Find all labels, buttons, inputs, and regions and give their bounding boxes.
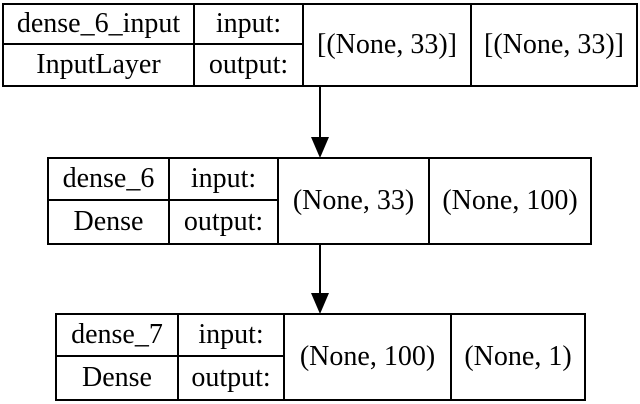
layer-node-dense_7: dense_7 Dense input: output: (None, 100)… bbox=[55, 313, 586, 401]
input-label: input: bbox=[177, 315, 283, 357]
arrowhead-down-icon bbox=[311, 137, 329, 158]
output-label: output: bbox=[177, 357, 283, 399]
output-shape: (None, 100) bbox=[428, 159, 590, 243]
layer-node-dense_6: dense_6 Dense input: output: (None, 33) … bbox=[47, 157, 592, 245]
layer-type: InputLayer bbox=[36, 49, 161, 80]
output-label: output: bbox=[168, 201, 277, 243]
layer-type: Dense bbox=[73, 206, 144, 237]
layer-name: dense_7 bbox=[57, 315, 177, 357]
layer-type: Dense bbox=[82, 362, 152, 393]
input-label: input: bbox=[193, 5, 302, 45]
layer-node-dense_6_input: dense_6_input InputLayer input: output: … bbox=[2, 3, 638, 87]
layer-name: dense_6 bbox=[49, 159, 168, 201]
edge-line bbox=[319, 245, 321, 294]
arrowhead-down-icon bbox=[311, 293, 329, 314]
input-shape: [(None, 33)] bbox=[302, 5, 470, 85]
input-shape: (None, 33) bbox=[277, 159, 428, 243]
layer-name: dense_6_input bbox=[4, 5, 193, 45]
output-shape: [(None, 33)] bbox=[470, 5, 636, 85]
input-shape: (None, 100) bbox=[283, 315, 450, 399]
output-shape: (None, 1) bbox=[450, 315, 584, 399]
edge-line bbox=[319, 87, 321, 138]
input-label: input: bbox=[168, 159, 277, 201]
output-label: output: bbox=[193, 45, 302, 85]
